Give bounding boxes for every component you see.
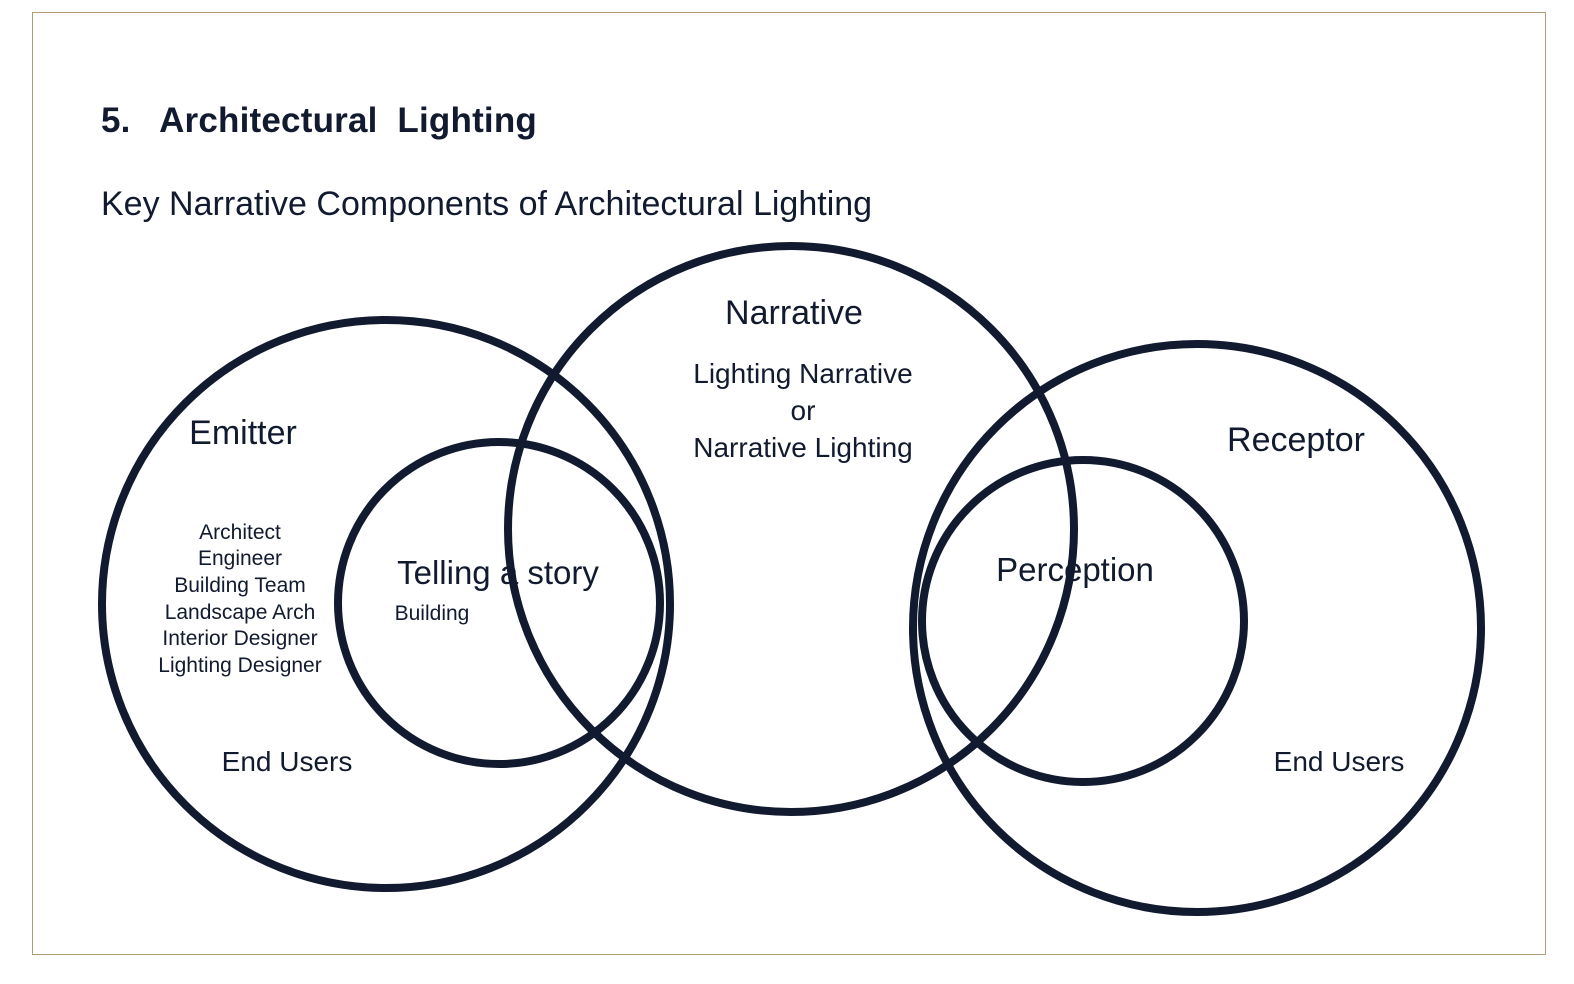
telling-story-label: Telling a story xyxy=(397,554,599,591)
perception-circle xyxy=(918,456,1248,786)
narrative-circle xyxy=(504,242,1078,816)
emitter-member: Engineer xyxy=(198,547,282,570)
narrative-line-3: Narrative Lighting xyxy=(693,432,912,463)
receptor-circle xyxy=(909,340,1485,916)
receptor-label: Receptor xyxy=(1227,421,1365,459)
telling-story-circle xyxy=(334,438,664,768)
emitter-member: Landscape Arch xyxy=(165,601,316,624)
emitter-member: Lighting Designer xyxy=(158,654,321,677)
building-label: Building xyxy=(395,602,470,625)
emitter-member: Architect xyxy=(199,521,281,544)
receptor-end-users-label: End Users xyxy=(1274,746,1405,777)
narrative-line-2: or xyxy=(791,395,816,426)
perception-label: Perception xyxy=(996,551,1154,588)
emitter-label: Emitter xyxy=(189,414,297,452)
slide-frame xyxy=(32,12,1546,955)
emitter-member: Interior Designer xyxy=(162,627,317,650)
diagram-subtitle: Key Narrative Components of Architectura… xyxy=(101,185,873,223)
emitter-end-users-label: End Users xyxy=(222,746,353,777)
emitter-member: Building Team xyxy=(174,574,306,597)
section-heading: 5. Architectural Lighting xyxy=(101,101,538,140)
narrative-label: Narrative xyxy=(725,294,863,332)
narrative-line-1: Lighting Narrative xyxy=(693,358,912,389)
emitter-circle xyxy=(98,316,674,892)
